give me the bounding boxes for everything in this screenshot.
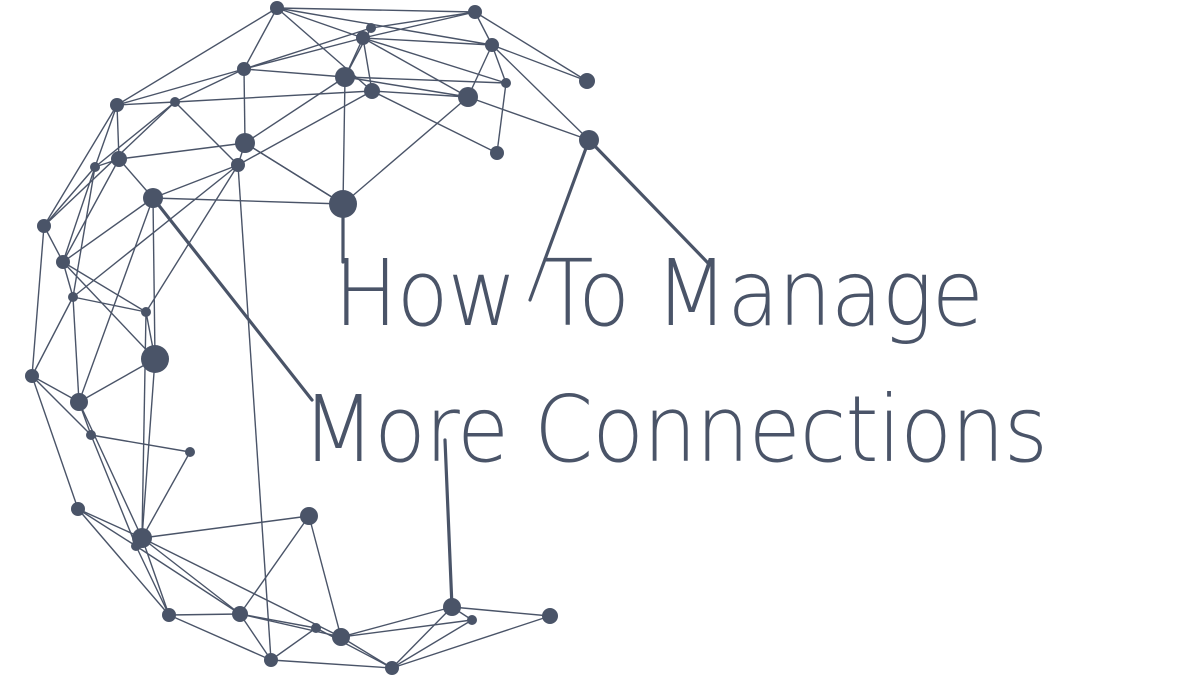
headline-line-2: More Connections — [302, 376, 1048, 483]
network-edges — [31, 7, 590, 669]
network-connector-lines — [151, 138, 710, 609]
network-nodes — [25, 1, 599, 675]
headline-line-1: How To Manage — [334, 240, 984, 347]
